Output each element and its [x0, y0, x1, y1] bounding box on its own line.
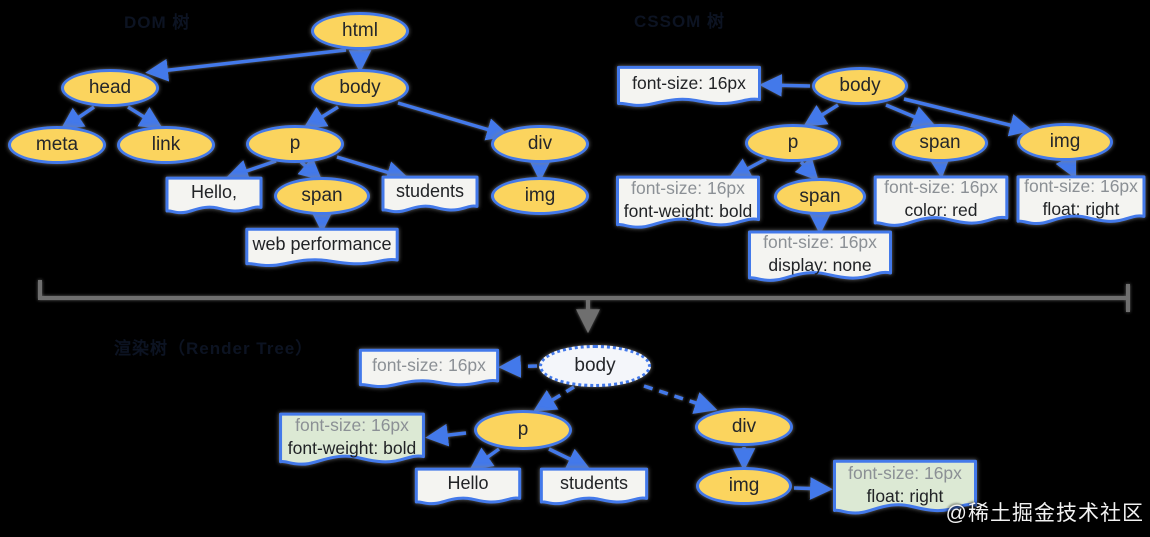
dom-node-html: html: [311, 12, 409, 50]
render-style-p-declared: font-weight: bold: [287, 437, 417, 458]
cssom-node-body: body: [812, 67, 908, 105]
render-node-p: p: [474, 410, 572, 450]
render-style-img-inherited: font-size: 16px: [848, 462, 962, 483]
cssom-node-p: p: [745, 124, 841, 162]
render-textnode-students-label: students: [559, 473, 629, 493]
dom-node-img: img: [491, 177, 589, 215]
cssom-style-span-child-inherited: font-size: 16px: [763, 231, 877, 252]
cssom-style-span-child-declared: display: none: [768, 254, 872, 275]
cssom-style-body: font-size: 16px: [614, 65, 764, 109]
render-style-body: font-size: 16px: [356, 348, 502, 390]
cssom-node-img: img: [1017, 123, 1113, 161]
render-style-p-inherited: font-size: 16px: [295, 414, 409, 435]
render-node-img: img: [696, 467, 792, 505]
dom-textnode-students-label: students: [395, 181, 465, 201]
cssom-style-body-rule: font-size: 16px: [632, 73, 746, 93]
dom-node-meta: meta: [8, 126, 106, 164]
render-tree-title: 渲染树（Render Tree）: [114, 339, 314, 358]
dom-node-head: head: [61, 69, 159, 107]
cssom-style-span: font-size: 16px color: red: [871, 174, 1011, 230]
cssom-style-p-declared: font-weight: bold: [623, 200, 753, 221]
render-style-img-declared: float: right: [866, 485, 944, 506]
dom-node-div: div: [491, 125, 589, 163]
dom-tree-title: DOM 树: [124, 13, 191, 32]
cssom-style-span-child: font-size: 16px display: none: [745, 229, 895, 285]
render-style-body-rule: font-size: 16px: [372, 355, 486, 375]
dom-textnode-webperformance: web performance: [242, 227, 402, 269]
dom-node-span: span: [274, 177, 370, 215]
cssom-style-p: font-size: 16px font-weight: bold: [613, 174, 763, 232]
cssom-tree-title: CSSOM 树: [634, 12, 726, 31]
render-textnode-hello: Hello: [413, 467, 523, 507]
render-node-div: div: [695, 408, 793, 446]
render-node-body: body: [539, 345, 651, 387]
dom-textnode-hello-label: Hello,: [190, 182, 238, 202]
render-textnode-hello-label: Hello: [447, 473, 489, 493]
cssom-style-span-inherited: font-size: 16px: [884, 176, 998, 197]
dom-node-p: p: [246, 125, 344, 163]
dom-textnode-webperformance-label: web performance: [252, 234, 392, 254]
cssom-style-img-declared: float: right: [1042, 198, 1120, 219]
cssom-style-img-inherited: font-size: 16px: [1024, 175, 1138, 196]
watermark: @稀土掘金技术社区: [945, 502, 1144, 525]
render-style-img: font-size: 16px float: right: [830, 458, 980, 518]
cssom-node-span-child: span: [774, 178, 866, 215]
cssom-style-p-inherited: font-size: 16px: [631, 177, 745, 198]
render-textnode-students: students: [538, 467, 650, 507]
dom-textnode-hello: Hello,: [164, 176, 264, 216]
cssom-node-span: span: [892, 124, 988, 162]
render-style-p: font-size: 16px font-weight: bold: [276, 411, 428, 469]
dom-node-link: link: [117, 126, 215, 164]
cssom-style-span-declared: color: red: [904, 199, 978, 220]
cssom-style-img: font-size: 16px float: right: [1014, 174, 1148, 228]
dom-node-body: body: [311, 69, 409, 107]
dom-textnode-students: students: [380, 175, 480, 215]
